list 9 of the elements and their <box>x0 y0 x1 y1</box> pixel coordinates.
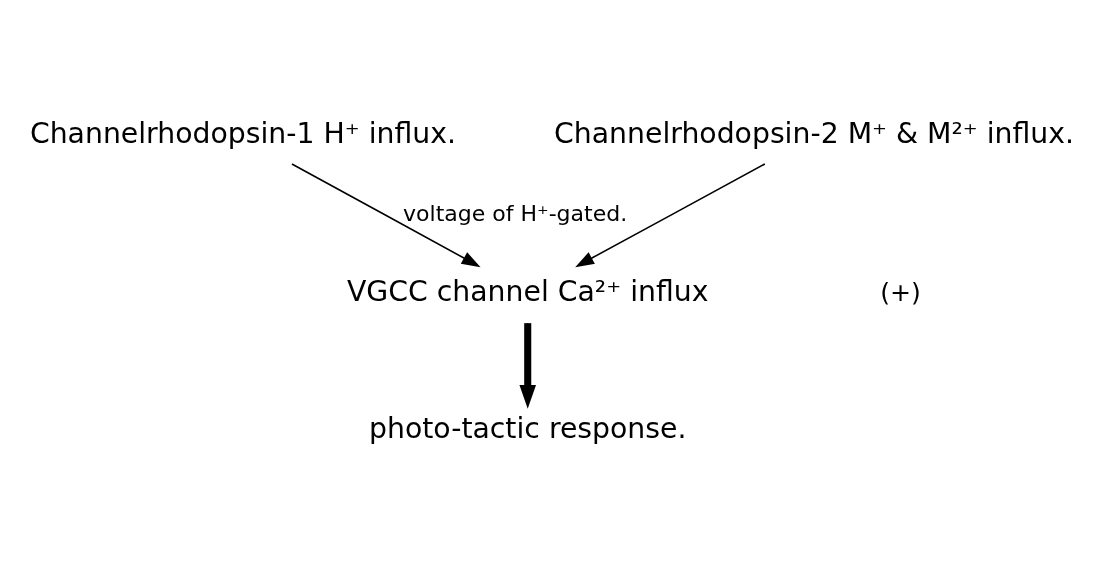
edge-label: voltage of H⁺-gated. <box>403 200 628 226</box>
node-text: Channelrhodopsin-1 H⁺ influx. <box>29 116 456 150</box>
label: (+) <box>880 277 921 307</box>
node-text: Channelrhodopsin-2 M⁺ & M²⁺ influx. <box>554 116 1075 150</box>
arrow <box>575 163 766 268</box>
arrow <box>519 323 536 409</box>
arrow <box>291 163 481 268</box>
node-text: VGCC channel Ca²⁺ influx <box>347 275 709 309</box>
node-text: photo-tactic response. <box>369 412 687 446</box>
